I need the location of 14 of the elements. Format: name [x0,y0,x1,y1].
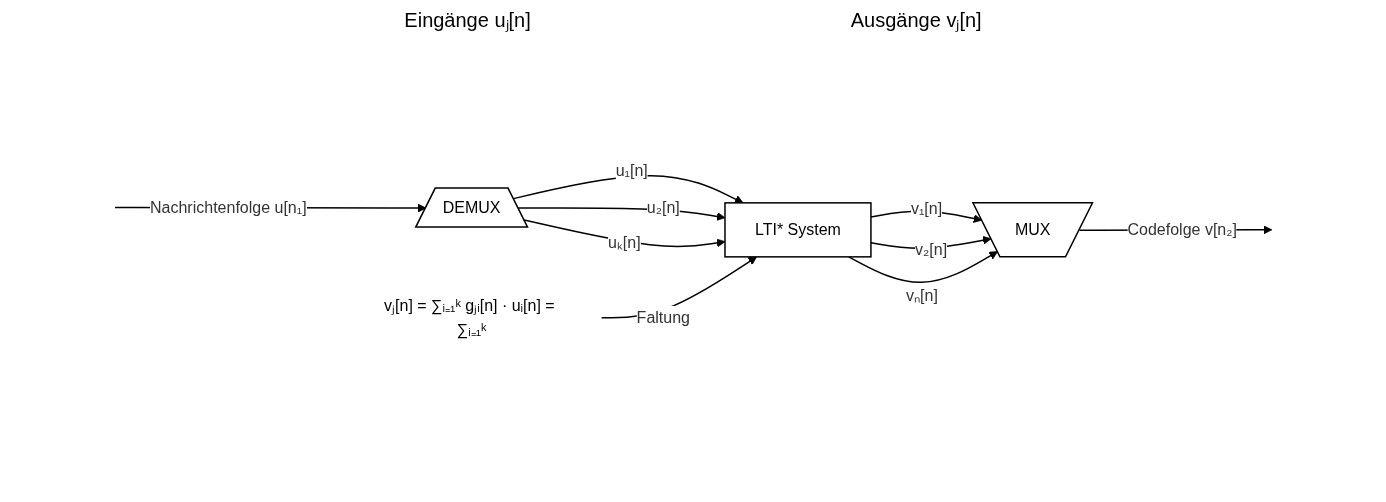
signal-label: Eingänge uⱼ[n] [404,8,531,33]
edge-label: uₖ[n] [607,233,641,251]
edge-label: Codefolge v[n₂] [1127,220,1237,238]
arrow [847,251,998,284]
node-box: LTI* System [723,202,872,258]
signal-label: Ausgänge vⱼ[n] [850,8,982,33]
edge-label: u₂[n] [646,198,680,216]
edge-label: Nachrichtenfolge u[n₁] [149,198,307,216]
edge-label: Faltung [636,308,690,326]
edge-label: v₁[n] [910,199,942,217]
edge-label: vₙ[n] [905,286,938,304]
edge-label: v₂[n] [914,241,947,259]
node-text: vⱼ[n] = ∑ᵢ₌₁ᵏ gⱼᵢ[n] · uᵢ[n] = ∑ᵢ₌₁ᵏ [383,296,555,338]
edge-label: u₁[n] [615,162,648,180]
